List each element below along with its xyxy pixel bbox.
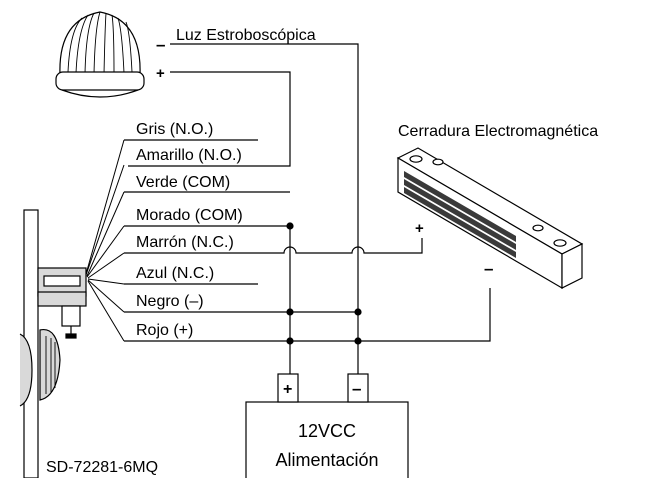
maglock-plus-sign: + [415,220,424,237]
psu-title-label: Alimentación [275,450,378,470]
wire-label-gris: Gris (N.O.) [136,121,213,138]
wire-label-morado: Morado (COM) [136,207,243,224]
junction-dot [286,222,294,230]
psu-minus-sign: – [352,379,361,398]
wire-label-rojo: Rojo (+) [136,322,193,339]
strobe-label: Luz Estroboscópica [176,27,316,44]
device-model-label: SD-72281-6MQ [46,459,158,476]
strobe-light-icon [55,11,145,98]
psu-plus-sign: + [283,381,292,398]
junction-dot [286,308,294,316]
psu-voltage-label: 12VCC [298,421,356,441]
device-side-view [19,209,87,478]
junction-dot [354,337,362,345]
psu-plus-terminal [277,373,299,403]
maglock-icon [396,147,584,290]
wire-label-verde: Verde (COM) [136,174,230,191]
junction-dot [354,308,362,316]
wire-label-amarillo: Amarillo (N.O.) [136,147,242,164]
maglock-label: Cerradura Electromagnética [398,123,598,140]
strobe-wires [128,43,359,232]
maglock-minus-sign: – [484,259,493,278]
psu-minus-terminal [347,373,369,403]
wire-label-negro: Negro (–) [136,293,204,310]
wire-label-marron: Marrón (N.C.) [136,234,234,251]
wire-labels: Gris (N.O.) Amarillo (N.O.) Verde (COM) … [136,121,243,339]
junction-dot [286,337,294,345]
strobe-plus-sign: + [156,65,165,82]
wire-label-azul: Azul (N.C.) [136,265,214,282]
strobe-minus-sign: – [156,35,165,54]
power-supply [245,373,409,478]
wire-harness [85,139,125,342]
junction-dots [286,222,362,345]
